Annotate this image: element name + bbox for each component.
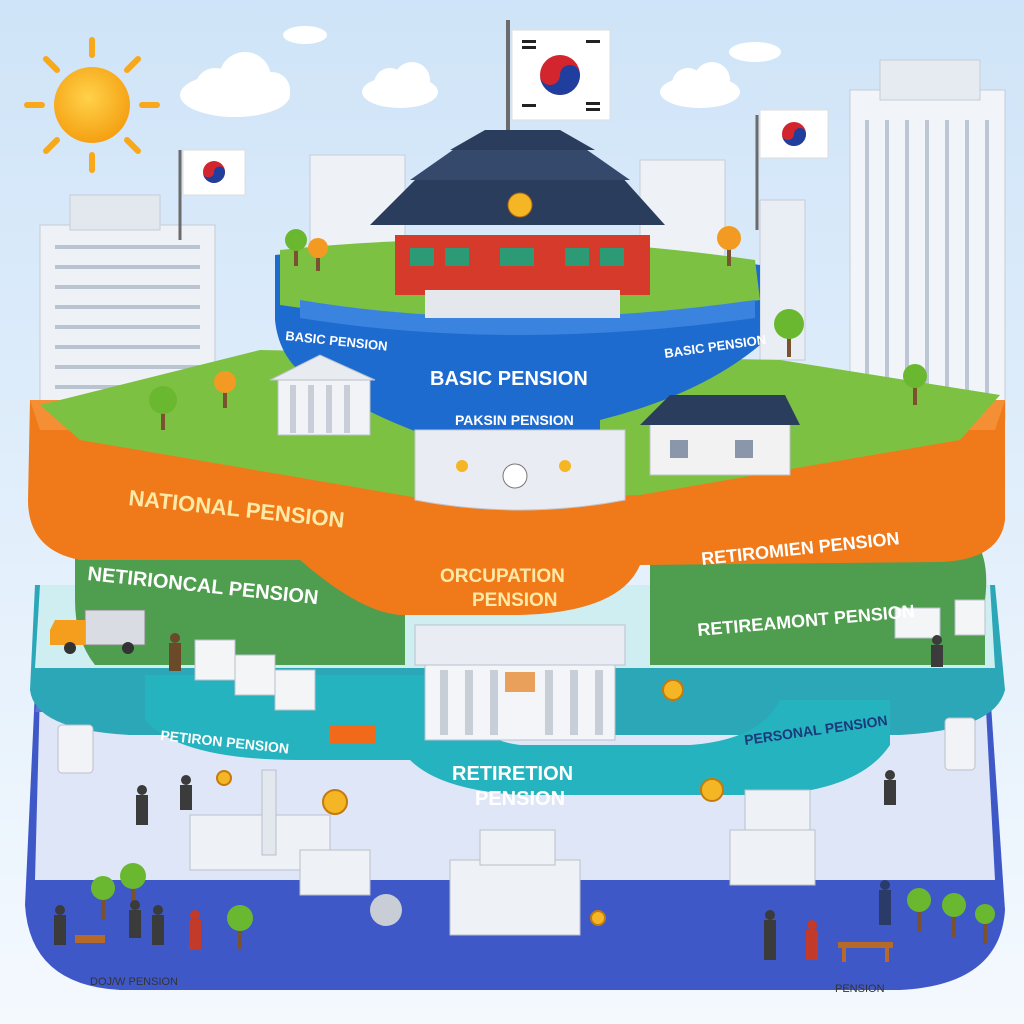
bench xyxy=(75,725,893,962)
classical-building-center xyxy=(414,624,626,741)
central-rotunda xyxy=(414,429,626,511)
tree-icon xyxy=(91,226,995,950)
label-tier1-center: BASIC PENSION xyxy=(430,368,588,390)
storage-cylinders xyxy=(57,717,976,774)
label-ground-right: PENSION xyxy=(835,983,885,995)
coin-icon xyxy=(216,679,724,926)
label-ground-left: DOJ/W PENSION xyxy=(90,976,178,988)
traditional-pavilion xyxy=(370,130,665,318)
label-tier2-center-2: PENSION xyxy=(472,590,558,611)
small-cubes xyxy=(194,599,986,711)
hanok-house-right xyxy=(640,395,800,476)
label-tier4-center-2: PENSION xyxy=(475,788,565,810)
lower-buildings xyxy=(189,769,816,936)
label-tier4-center-1: RETIRETION xyxy=(452,763,573,785)
label-tier2-center-1: ORCUPATION xyxy=(440,566,565,587)
classical-building-left xyxy=(269,354,376,436)
dome xyxy=(370,894,402,926)
people-figures xyxy=(54,633,943,960)
sun-icon xyxy=(24,37,160,173)
korean-flag-icon xyxy=(178,20,829,240)
cloud-icon xyxy=(180,26,781,117)
label-tier1-lower: PAKSIN PENSION xyxy=(455,412,574,428)
retiretion-ribbon xyxy=(145,675,890,795)
truck-icon xyxy=(50,609,146,654)
